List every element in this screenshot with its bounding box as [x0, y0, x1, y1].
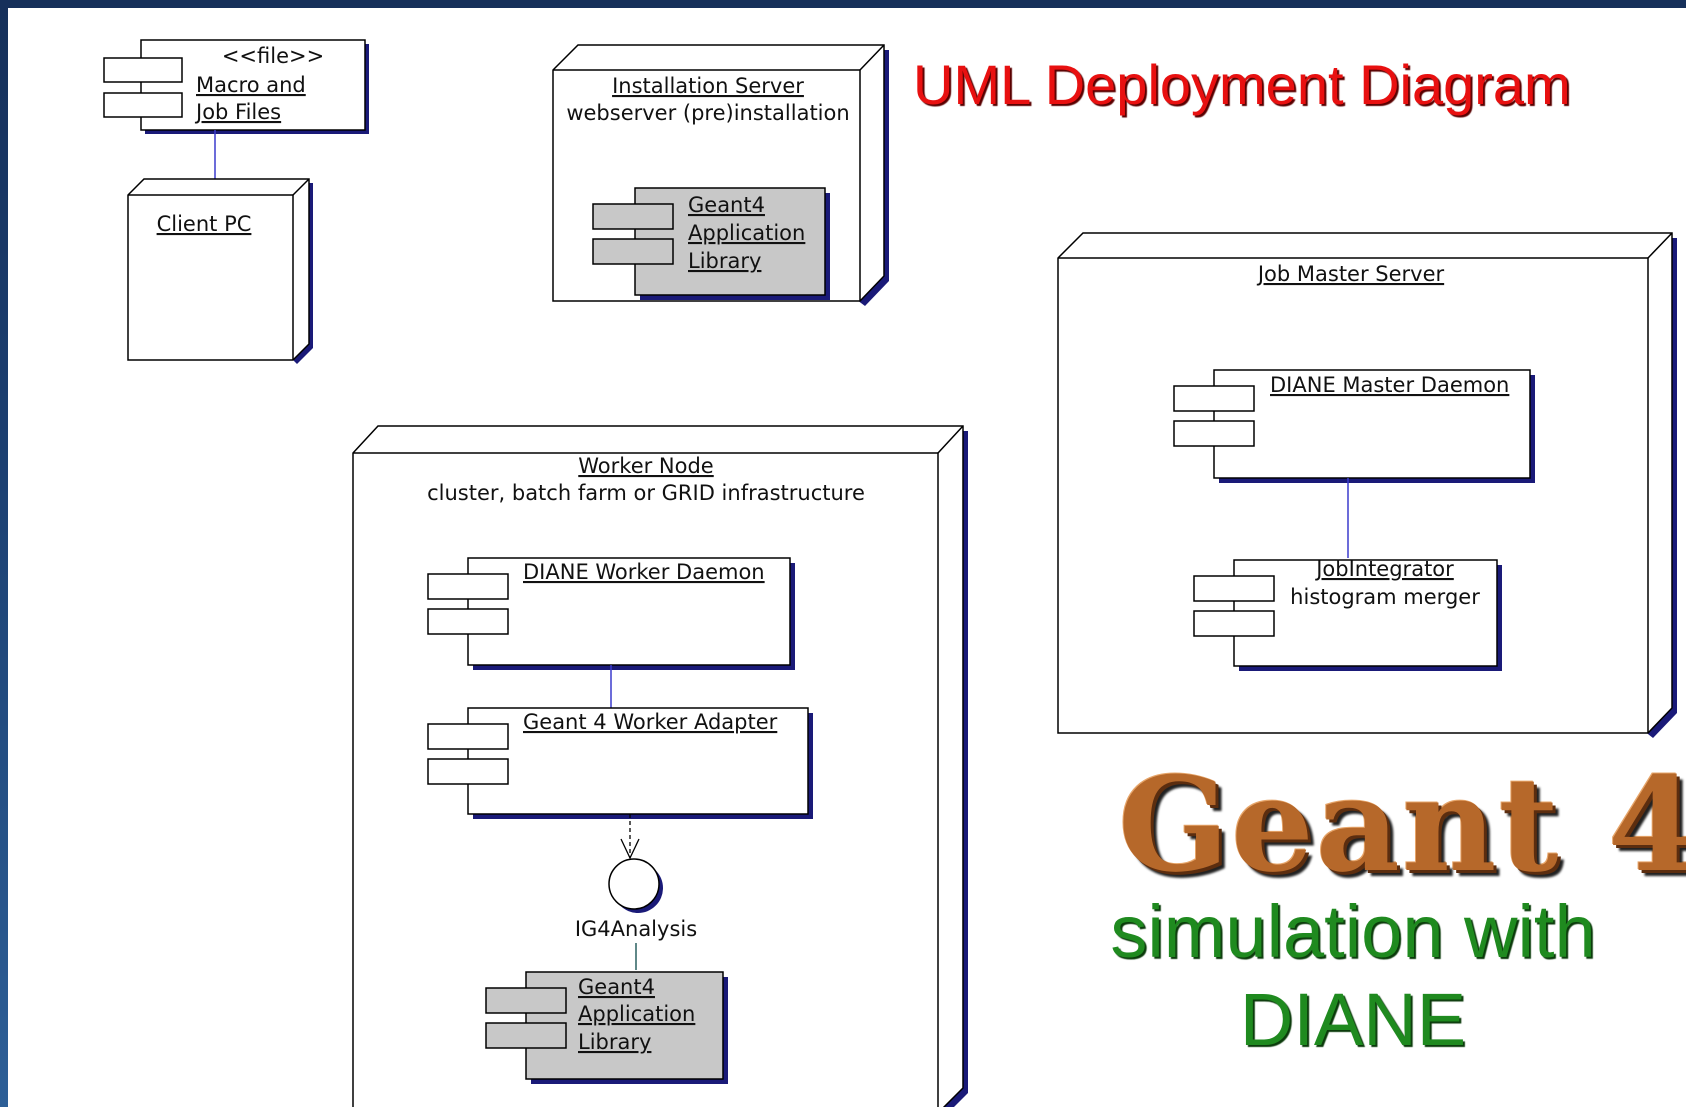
- component-worker-geant4-library: Geant4 Application Library: [485, 971, 728, 1084]
- component-geant4-worker-adapter: Geant 4 Worker Adapter: [427, 707, 813, 819]
- artifact-macro-job-files: <<file>> Macro and Job Files: [103, 39, 369, 134]
- artifact-name-line2: Job Files: [194, 100, 281, 124]
- component-install-geant4-library: Geant4 Application Library: [592, 187, 830, 300]
- dependency-adapter-interface: [620, 814, 640, 860]
- master-daemon-name: DIANE Master Daemon: [1270, 373, 1509, 397]
- worker-lib-line1: Geant4: [578, 975, 655, 999]
- geant4-logo: Geant 4: [1118, 748, 1686, 901]
- job-integrator-name: JobIntegrator: [1314, 557, 1454, 581]
- component-diane-worker-daemon: DIANE Worker Daemon: [427, 557, 795, 670]
- node-install-name: Installation Server: [612, 74, 804, 98]
- worker-daemon-name: DIANE Worker Daemon: [523, 560, 765, 584]
- subtitle: simulation with DIANE: [1028, 888, 1678, 1064]
- install-lib-line3: Library: [688, 249, 761, 273]
- component-job-integrator: JobIntegrator histogram merger: [1193, 557, 1502, 671]
- node-worker-desc: cluster, batch farm or GRID infrastructu…: [427, 481, 865, 505]
- interface-ig4analysis: IG4Analysis: [575, 858, 697, 941]
- install-lib-line2: Application: [688, 221, 805, 245]
- node-jobmaster-name: Job Master Server: [1256, 262, 1445, 286]
- subtitle-line1: simulation with: [1110, 890, 1596, 973]
- diagram-canvas: <<file>> Macro and Job Files Client PC I…: [8, 8, 1686, 1107]
- deployment-diagram: <<file>> Macro and Job Files Client PC I…: [103, 39, 1677, 1107]
- worker-adapter-name: Geant 4 Worker Adapter: [523, 710, 778, 734]
- slide-title: UML Deployment Diagram: [913, 53, 1571, 116]
- node-install-desc: webserver (pre)installation: [566, 101, 849, 125]
- subtitle-line2: DIANE: [1239, 978, 1467, 1061]
- job-integrator-desc: histogram merger: [1290, 585, 1480, 609]
- node-client-name: Client PC: [157, 212, 252, 236]
- interface-name: IG4Analysis: [575, 917, 697, 941]
- install-lib-line1: Geant4: [688, 193, 765, 217]
- worker-lib-line2: Application: [578, 1002, 695, 1026]
- component-diane-master-daemon: DIANE Master Daemon: [1173, 369, 1535, 483]
- artifact-stereotype: <<file>>: [222, 44, 324, 68]
- node-worker-name: Worker Node: [578, 454, 713, 478]
- node-client-pc: Client PC: [127, 178, 313, 364]
- worker-lib-line3: Library: [578, 1030, 651, 1054]
- artifact-name-line1: Macro and: [196, 73, 306, 97]
